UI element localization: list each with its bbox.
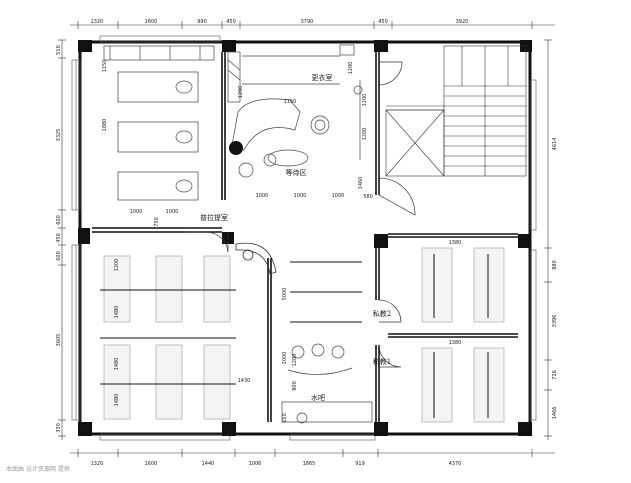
watermark: 本图由 设计资源网 提供 — [6, 466, 70, 473]
plant-icon — [229, 141, 243, 155]
pilates-reformers-bottom — [103, 255, 231, 420]
room-label-water-bar: 水吧 — [311, 393, 325, 402]
windows — [71, 35, 537, 441]
dim-inner-25: 1200 — [292, 354, 298, 367]
dimension-lines — [58, 21, 555, 457]
dim-left-2: 3325 — [56, 129, 62, 142]
dim-inner-8: 1480 — [114, 306, 120, 319]
dim-inner-14: 1000 — [294, 193, 307, 199]
dim-left-6: 3605 — [56, 334, 62, 347]
dim-left-1: 510 — [56, 45, 62, 55]
dim-top-7: 3920 — [456, 19, 469, 25]
dim-inner-20: 580 — [363, 194, 373, 200]
water-bar-fixtures — [281, 343, 373, 424]
dim-top-2: 1600 — [145, 19, 158, 25]
dim-bottom-5: 1865 — [303, 461, 316, 467]
room-label-private-2: 私教2 — [373, 309, 391, 318]
dim-top-3: 990 — [197, 19, 207, 25]
dim-inner-22: 1380 — [449, 340, 462, 346]
dressing-room-fixtures — [227, 44, 363, 178]
dim-top-6: 450 — [378, 19, 388, 25]
columns — [78, 40, 532, 436]
dim-inner-27: 150 — [282, 413, 288, 423]
dim-top-5: 3790 — [301, 19, 314, 25]
private-room-rails — [433, 254, 489, 418]
dim-right-2: 880 — [552, 260, 558, 270]
room-label-dressing: 更衣室 — [312, 73, 333, 82]
dim-inner-6: 1200 — [362, 94, 368, 107]
dim-inner-12: 1430 — [238, 378, 251, 384]
private-room-reformers — [421, 247, 505, 423]
dim-inner-4: 1000 — [166, 209, 179, 215]
dim-inner-9: 1200 — [114, 259, 120, 272]
dim-inner-24: 2000 — [282, 352, 288, 365]
inner-dimension-labels: 1150 1880 1000 1000 750 1200 1200 1480 1… — [102, 60, 461, 423]
dim-left-5: 600 — [56, 251, 62, 261]
dim-bottom-1: 1320 — [91, 461, 104, 467]
dim-inner-11: 1480 — [114, 394, 120, 407]
dimension-labels: 1320 1600 990 450 3790 450 3920 1320 160… — [56, 19, 558, 467]
dim-right-1: 4614 — [552, 138, 558, 151]
dim-inner-18: 1200 — [348, 62, 354, 75]
dim-right-4: 726 — [552, 370, 558, 380]
dim-bottom-3: 1440 — [202, 461, 215, 467]
dim-inner-7: 1200 — [362, 128, 368, 141]
dim-inner-10: 1480 — [114, 358, 120, 371]
doors — [186, 61, 416, 368]
reformer-rails — [100, 289, 236, 385]
hall-equipment — [290, 261, 362, 323]
dim-inner-5: 750 — [154, 217, 160, 227]
dim-inner-17: 1200 — [238, 86, 244, 99]
dim-top-4: 450 — [226, 19, 236, 25]
dim-inner-21: 1380 — [449, 240, 462, 246]
dim-inner-2: 1880 — [102, 119, 108, 132]
dim-left-3: 600 — [56, 215, 62, 225]
dim-inner-19: 1460 — [358, 177, 364, 190]
interior-walls — [92, 52, 518, 422]
dim-bottom-6: 919 — [355, 461, 365, 467]
staircase — [385, 45, 527, 177]
dim-left-7: 330 — [56, 423, 62, 433]
room-label-private-1: 私教1 — [373, 357, 391, 366]
exterior-walls — [78, 40, 532, 436]
dim-inner-1: 1150 — [102, 60, 108, 73]
dim-bottom-4: 1006 — [249, 461, 262, 467]
dim-inner-23: 5000 — [282, 288, 288, 301]
dim-bottom-2: 1600 — [145, 461, 158, 467]
dim-left-4: 450 — [56, 233, 62, 243]
room-label-pilates: 普拉提室 — [200, 213, 228, 222]
dim-top-1: 1320 — [91, 19, 104, 25]
reception-counter — [235, 242, 277, 275]
pilates-reformers-top — [103, 45, 215, 201]
dim-right-5: 1466 — [552, 407, 558, 420]
dim-right-3: 3396 — [552, 315, 558, 328]
dim-inner-26: 800 — [292, 381, 298, 391]
dim-inner-3: 1000 — [130, 209, 143, 215]
dim-inner-16: 1150 — [284, 99, 297, 105]
room-label-waiting: 等待区 — [286, 168, 307, 177]
dim-bottom-7: 4370 — [449, 461, 462, 467]
dim-inner-13: 1000 — [256, 193, 269, 199]
dim-inner-15: 1000 — [332, 193, 345, 199]
